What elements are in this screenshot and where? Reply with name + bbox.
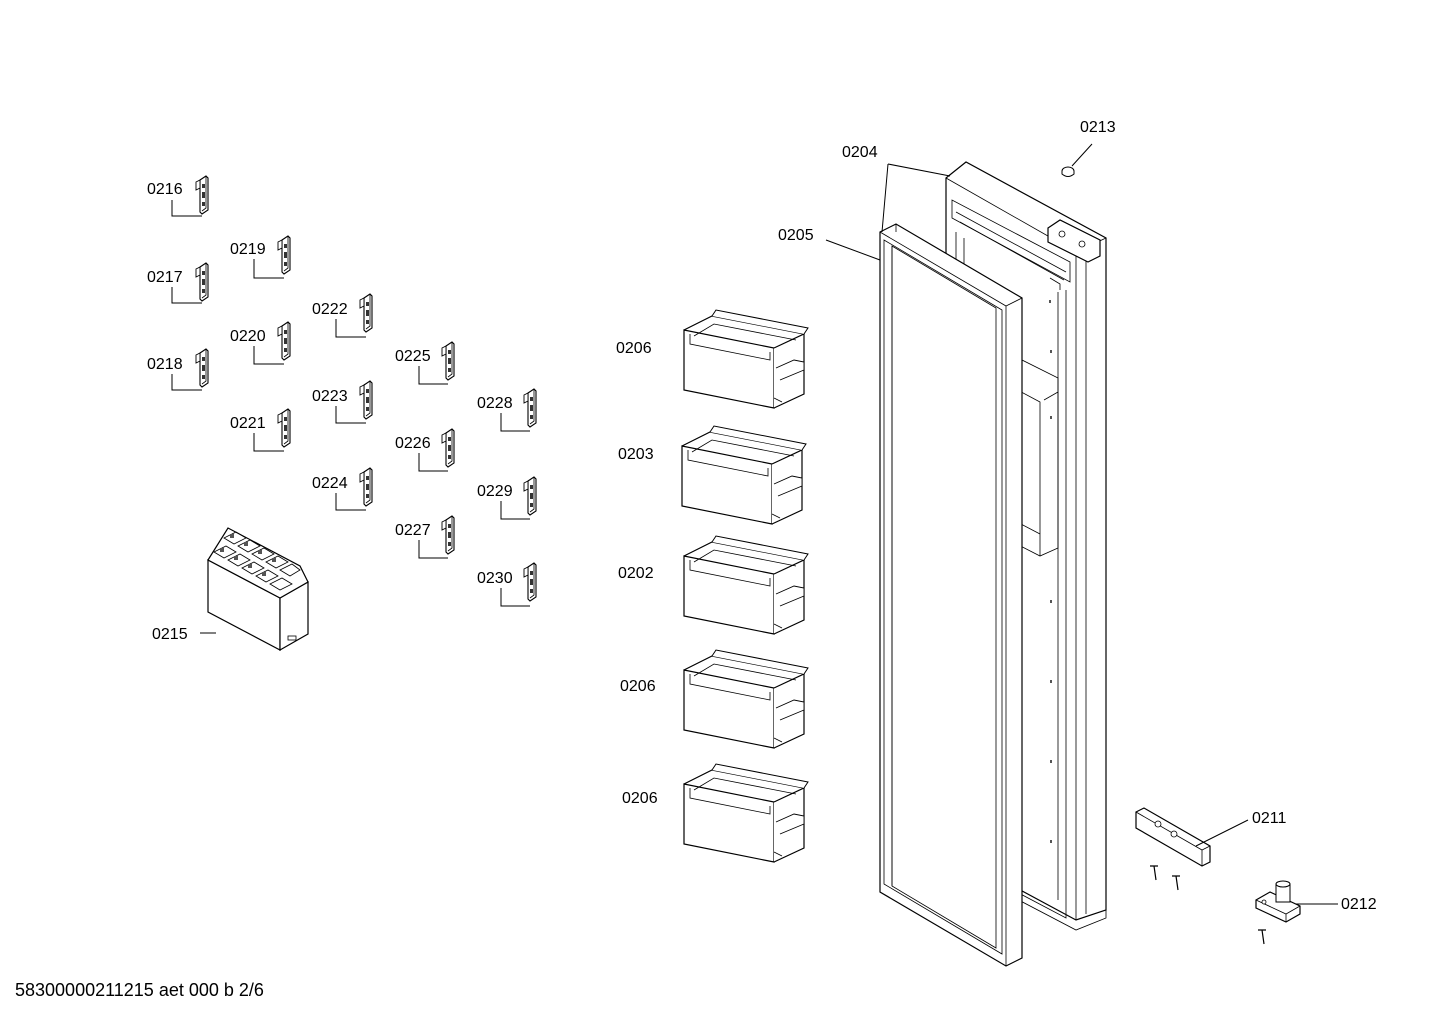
label-0203: 0203 — [618, 446, 654, 463]
door-bin-0206-bottom — [683, 763, 809, 863]
label-0202: 0202 — [618, 565, 654, 582]
label-0221: 0221 — [230, 415, 266, 432]
leader-0204-a — [887, 163, 951, 177]
label-0225: 0225 — [395, 348, 431, 365]
label-0206-bottom: 0206 — [622, 790, 658, 807]
label-0229: 0229 — [477, 483, 513, 500]
leader-0213 — [1071, 143, 1093, 167]
label-0222: 0222 — [312, 301, 348, 318]
door-bin-0206-middle — [683, 649, 809, 749]
hinge-bracket-0211 — [1135, 807, 1211, 867]
label-0215: 0215 — [152, 626, 188, 643]
label-0227: 0227 — [395, 522, 431, 539]
label-0228: 0228 — [477, 395, 513, 412]
clip-group — [195, 175, 537, 602]
drawing-reference-footer: 58300000211215 aet 000 b 2/6 — [15, 980, 264, 1000]
egg-tray-0215 — [207, 527, 309, 652]
label-0213: 0213 — [1080, 119, 1116, 136]
clip-leaders — [171, 200, 530, 607]
hinge-pin-0212 — [1255, 880, 1301, 923]
cap-0213 — [1061, 166, 1075, 177]
label-0206-middle: 0206 — [620, 678, 656, 695]
label-0219: 0219 — [230, 241, 266, 258]
screw-icons — [1150, 865, 1266, 945]
door-bin-0203 — [681, 425, 807, 525]
label-0204: 0204 — [842, 144, 878, 161]
label-0220: 0220 — [230, 328, 266, 345]
label-0217: 0217 — [147, 269, 183, 286]
leader-0211 — [1195, 819, 1249, 847]
label-0226: 0226 — [395, 435, 431, 452]
label-0218: 0218 — [147, 356, 183, 373]
label-0223: 0223 — [312, 388, 348, 405]
door-bin-0206-top — [683, 309, 809, 409]
door-bin-0202 — [683, 535, 809, 635]
label-0206-top: 0206 — [616, 340, 652, 357]
leader-0205 — [825, 239, 881, 261]
label-0224: 0224 — [312, 475, 348, 492]
door-gasket-0205 — [879, 223, 1023, 967]
label-0212: 0212 — [1341, 896, 1377, 913]
leader-0204-b — [881, 163, 889, 233]
label-0211: 0211 — [1252, 810, 1287, 827]
label-0205: 0205 — [778, 227, 814, 244]
label-0230: 0230 — [477, 570, 513, 587]
label-0216: 0216 — [147, 181, 183, 198]
